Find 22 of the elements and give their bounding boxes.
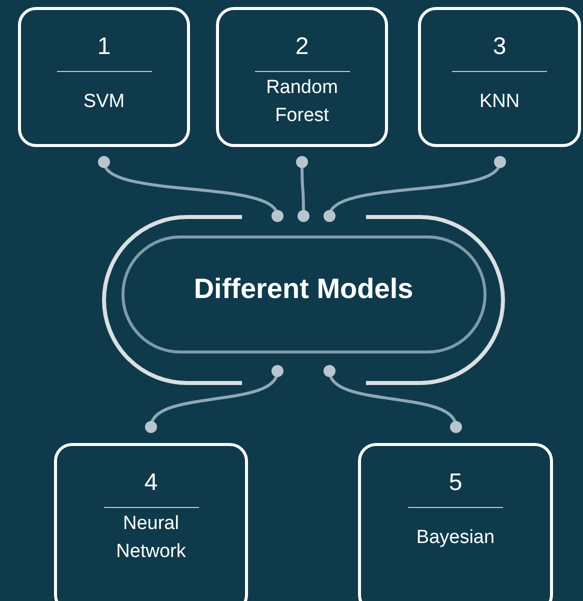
model-card xyxy=(216,7,388,147)
connector xyxy=(98,156,284,222)
model-name: Neural Network xyxy=(115,512,187,564)
card-number: 4 xyxy=(144,468,158,498)
model-name: SVM xyxy=(83,90,125,114)
connector xyxy=(324,156,506,222)
model-card xyxy=(418,7,581,147)
card-number: 2 xyxy=(295,32,309,62)
connector xyxy=(145,365,284,433)
card-number: 1 xyxy=(97,32,111,62)
model-name: Bayesian xyxy=(416,526,495,550)
model-card xyxy=(18,7,190,147)
model-card xyxy=(54,443,248,601)
connector xyxy=(296,156,310,222)
card-number: 5 xyxy=(448,468,462,498)
model-name: Random Forest xyxy=(265,76,339,128)
center-pill xyxy=(102,215,505,385)
model-name: KNN xyxy=(479,90,520,114)
model-card xyxy=(358,443,553,601)
center-title: Different Models xyxy=(194,275,414,303)
card-number: 3 xyxy=(492,32,506,62)
connector xyxy=(324,365,462,433)
